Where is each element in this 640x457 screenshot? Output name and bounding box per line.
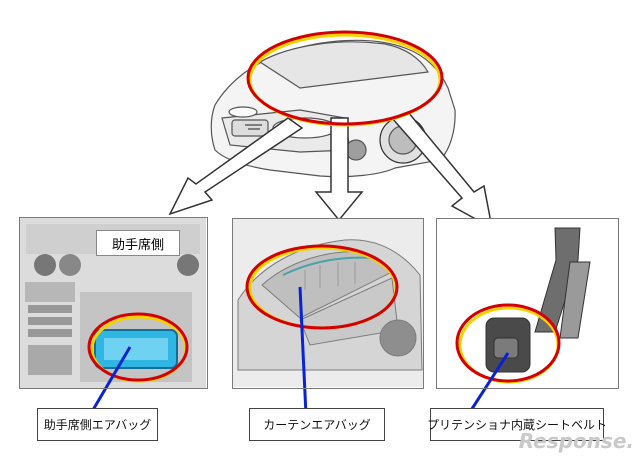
arrow-right xyxy=(390,111,494,230)
label-pretensioner-belt: プリテンショナ内蔵シートベルト xyxy=(427,408,607,441)
panel-curtain xyxy=(232,218,424,389)
arrow-left xyxy=(168,117,304,216)
arrow-center xyxy=(314,117,364,222)
pointer-belt xyxy=(466,352,510,416)
response-watermark: Response. xyxy=(518,429,634,453)
highlight-ellipses xyxy=(87,30,561,384)
pointer-passenger xyxy=(88,346,132,416)
pointer-curtain xyxy=(298,286,308,416)
panel-passenger xyxy=(19,217,208,389)
arrows xyxy=(168,111,494,230)
seatbelt-illustration xyxy=(437,219,617,387)
label-passenger-airbag: 助手席側エアバッグ xyxy=(37,408,158,441)
passenger-side-tag: 助手席側 xyxy=(96,230,180,256)
panel-belt xyxy=(436,218,619,389)
label-curtain-airbag: カーテンエアバッグ xyxy=(249,408,385,441)
pointer-lines xyxy=(88,286,510,416)
